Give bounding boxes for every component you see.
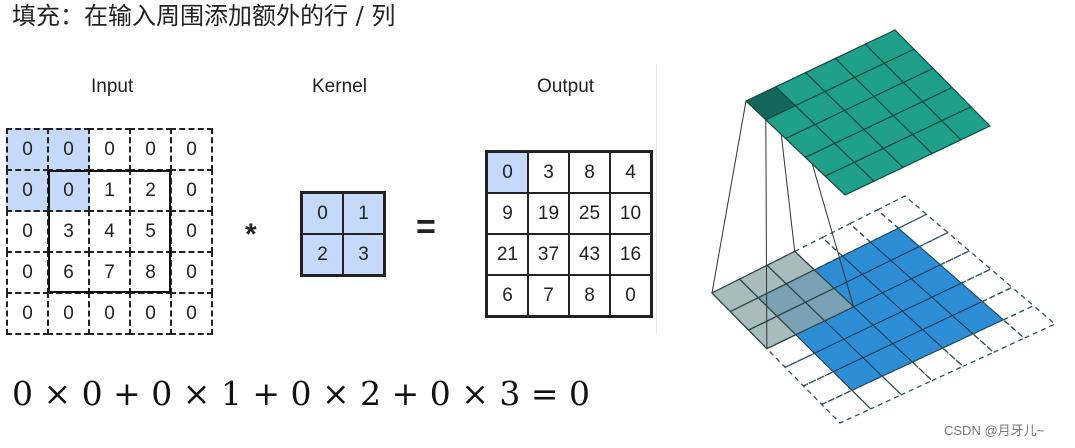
kernel-cell: 2 [302, 234, 343, 275]
output-cell: 0 [487, 152, 528, 193]
divider [656, 64, 657, 334]
input-label: Input [91, 76, 134, 97]
output-cell: 4 [610, 152, 651, 193]
kernel-cell: 3 [343, 234, 384, 275]
padding-plane-cell [981, 286, 1035, 321]
padding-plane-cell [939, 250, 992, 284]
output-cell: 25 [569, 193, 610, 234]
output-cell: 8 [569, 152, 610, 193]
padding-plane-cell [960, 268, 1014, 303]
input-cell: 0 [6, 128, 49, 171]
kernel-label: Kernel [312, 76, 367, 97]
output-cell: 6 [487, 275, 528, 316]
output-plane-cell [940, 106, 992, 141]
watermark: CSDN @月牙儿~ [944, 423, 1045, 438]
padding-plane-cell [881, 361, 934, 396]
equals-operator: = [416, 208, 436, 246]
padding-plane-cell [941, 333, 995, 368]
padding-plane-cell [820, 389, 872, 424]
computation-formula: 0 × 0 + 0 × 1 + 0 × 2 + 0 × 3 = 0 [12, 374, 590, 413]
padding-plane-cell [876, 195, 928, 229]
output-cell: 16 [610, 234, 651, 275]
padding-plane-cell [897, 213, 950, 248]
multiply-operator: * [245, 218, 257, 251]
kernel-cell: 1 [343, 193, 384, 234]
output-cell: 37 [528, 234, 569, 275]
padding-plane-cell [802, 371, 854, 406]
output-cell: 8 [569, 275, 610, 316]
output-cell: 9 [487, 193, 528, 234]
output-cell: 19 [528, 193, 569, 234]
output-cell: 7 [528, 275, 569, 316]
padding-plane-cell [971, 319, 1026, 354]
projection-line [711, 100, 747, 294]
output-label: Output [537, 76, 595, 97]
projection-line [765, 119, 768, 349]
padding-plane-cell [918, 231, 971, 266]
padding-plane-cell [911, 347, 965, 382]
padding-plane-cell [850, 375, 903, 410]
kernel-window-cell [804, 287, 855, 322]
output-cell: 43 [569, 234, 610, 275]
output-cell: 3 [528, 152, 569, 193]
kernel-cell: 0 [302, 193, 343, 234]
padding-plane-cell [1002, 304, 1057, 339]
page-title: 填充：在输入周围添加额外的行 / 列 [12, 2, 396, 30]
output-cell: 21 [487, 234, 528, 275]
input-cell: 0 [170, 292, 213, 335]
output-cell: 0 [610, 275, 651, 316]
output-cell: 10 [610, 193, 651, 234]
